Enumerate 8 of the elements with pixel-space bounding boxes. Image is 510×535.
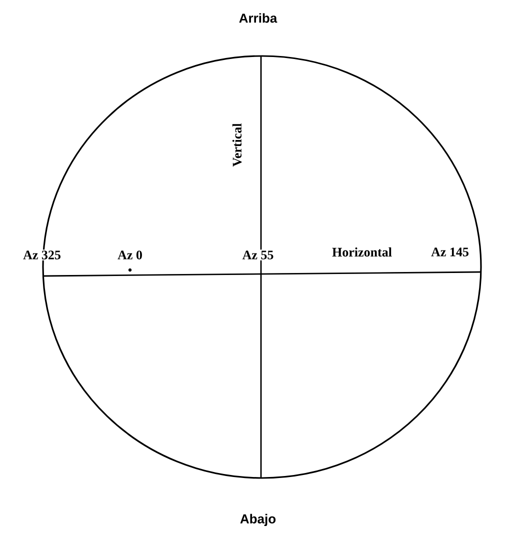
direction-label: Abajo: [238, 512, 278, 528]
line-label: Horizontal: [331, 246, 393, 258]
azimuth-label: Az 0: [116, 250, 144, 260]
line-label: Vertical: [231, 122, 243, 168]
azimuth-label: Az 145: [430, 246, 470, 258]
direction-label: Arriba: [238, 12, 278, 24]
azimuth-label: Az 55: [241, 250, 275, 260]
azimuth-label: Az 325: [22, 250, 62, 260]
